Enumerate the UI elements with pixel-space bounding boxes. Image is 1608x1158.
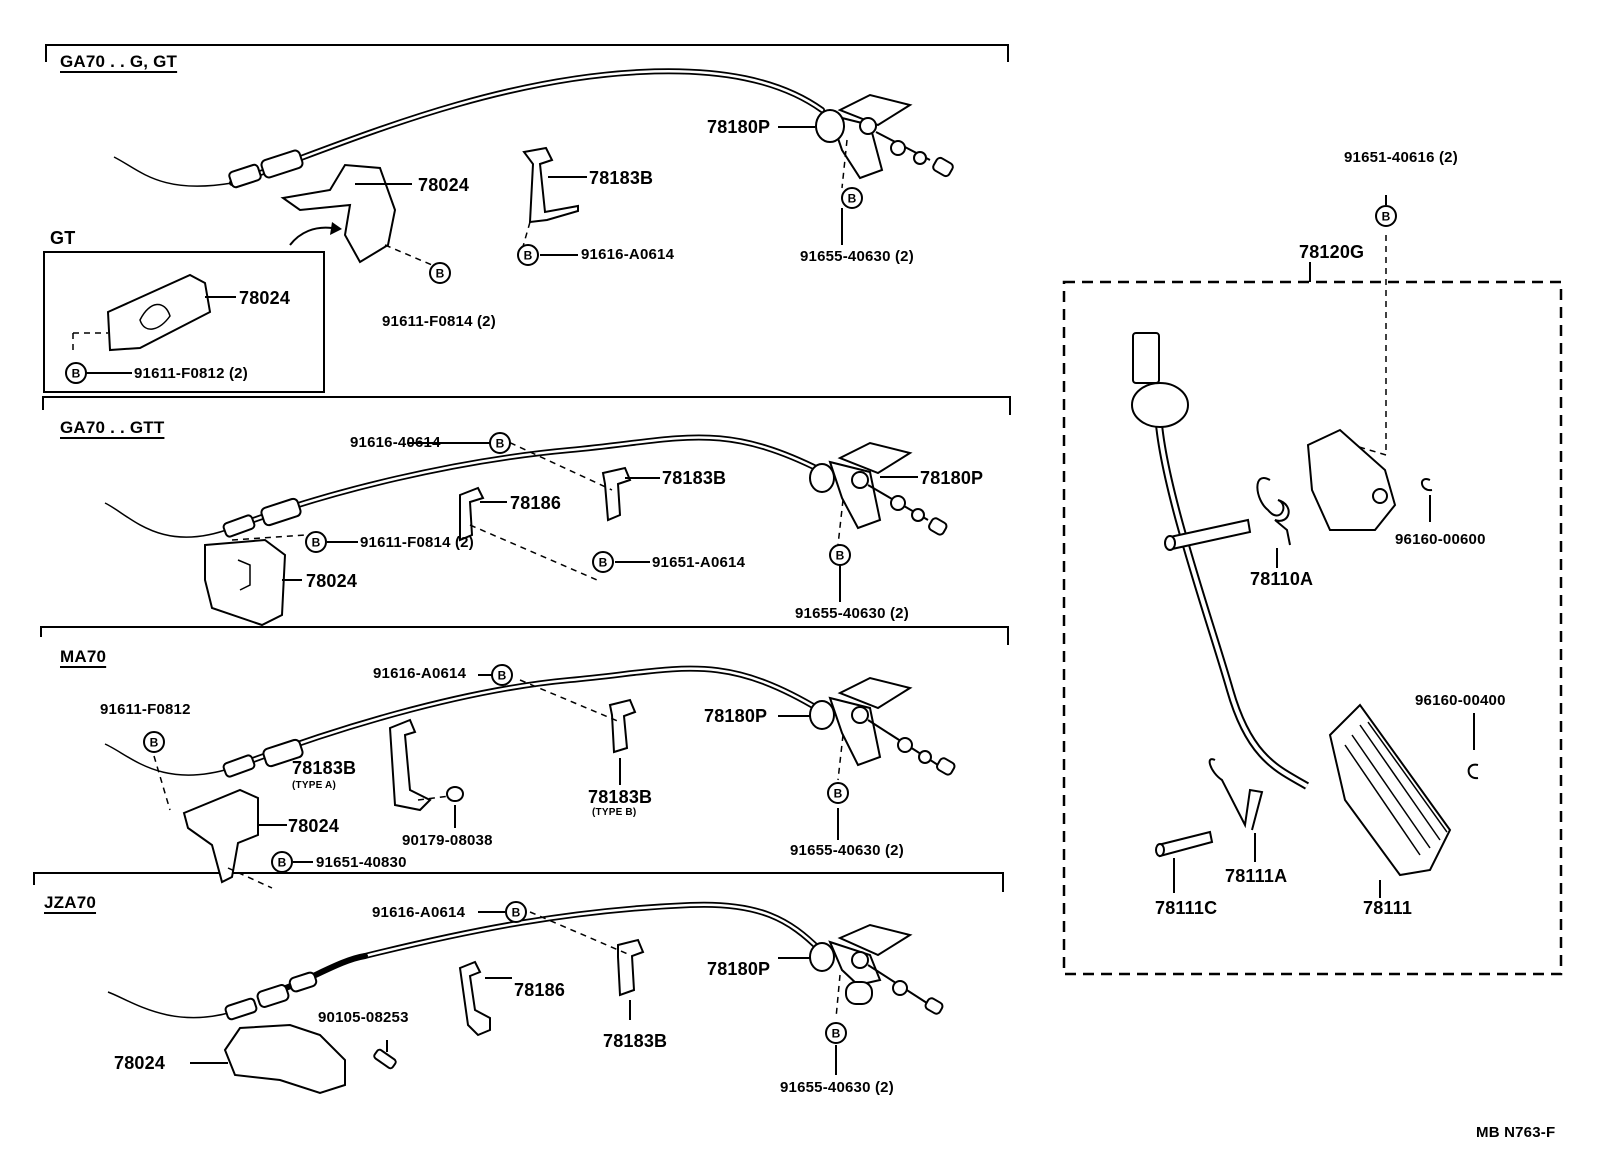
bolt-marker-icon [305, 531, 327, 553]
part-label: 91611-F0812 [100, 701, 191, 718]
bolt-marker-icon [829, 544, 851, 566]
bolt-marker-icon [825, 1022, 847, 1044]
part-label: 78180P [707, 959, 771, 979]
bolt-marker-icon [517, 244, 539, 266]
diagram-code: MB N763-F [1476, 1124, 1556, 1141]
section-frames [33, 44, 1563, 976]
bolt-marker-icon [489, 432, 511, 454]
part-label: 78186 [510, 493, 562, 513]
jza70-linework [107, 901, 944, 1095]
part-label: 78024 [418, 175, 470, 195]
part-label: 96160-00600 [1395, 531, 1486, 548]
part-label-type-b: (TYPE B) [592, 807, 637, 818]
section-title-gt: GT [50, 228, 76, 248]
part-label: 78180P [920, 468, 984, 488]
bolt-marker-icon [491, 664, 513, 686]
bolt-marker-icon [429, 262, 451, 284]
part-label: 90179-08038 [402, 832, 493, 849]
part-label: 91651-A0614 [652, 554, 746, 571]
part-label: 91651-40616 (2) [1344, 149, 1458, 166]
part-label: 78180P [707, 117, 771, 137]
bolt-marker-icon [1375, 205, 1397, 227]
part-label: 90105-08253 [318, 1009, 409, 1026]
part-label: 96160-00400 [1415, 692, 1506, 709]
part-label: 91616-A0614 [581, 246, 675, 263]
bolt-marker-icon [841, 187, 863, 209]
part-label: 78111 [1363, 898, 1413, 918]
part-label: 78180P [704, 706, 768, 726]
part-label: 91655-40630 (2) [780, 1079, 894, 1096]
assembly-label: 78120G [1299, 242, 1365, 262]
section-title-ma70: MA70 [60, 647, 107, 666]
part-label: 78110A [1250, 569, 1314, 589]
part-label: 78024 [288, 816, 340, 836]
bolt-marker-icon [271, 851, 293, 873]
part-label: 78183B [589, 168, 654, 188]
part-label: 78183B [662, 468, 727, 488]
part-label: 91611-F0814 (2) [382, 313, 496, 330]
ma70-linework [104, 665, 956, 889]
section-title-ga70-g-gt: GA70 . . G, GT [60, 52, 178, 71]
part-label: 78024 [239, 288, 291, 308]
part-label: 78183B [588, 787, 653, 807]
part-label: 91611-F0812 (2) [134, 365, 248, 382]
part-label: 91655-40630 (2) [790, 842, 904, 859]
part-label: 78186 [514, 980, 566, 1000]
bolt-marker-icon [827, 782, 849, 804]
part-label: 91655-40630 (2) [800, 248, 914, 265]
section-title-ga70-gtt: GA70 . . GTT [60, 418, 165, 437]
ga70-g-gt-linework [72, 68, 954, 374]
part-label-type-a: (TYPE A) [292, 780, 337, 791]
section-title-jza70: JZA70 [44, 893, 97, 912]
part-label: 78183B [292, 758, 357, 778]
pedal-assembly-frame [1062, 280, 1563, 976]
part-label: 91611-F0814 (2) [360, 534, 474, 551]
part-label: 78183B [603, 1031, 668, 1051]
part-label: 91616-A0614 [372, 904, 466, 921]
part-label: 91651-40830 [316, 854, 407, 871]
part-label: 78024 [306, 571, 358, 591]
part-label: 91616-40614 [350, 434, 441, 451]
pedal-assembly-linework [1131, 195, 1479, 898]
gt-inset-frame [43, 251, 325, 393]
ga70-gtt-linework [104, 434, 948, 627]
bolt-marker-icon [592, 551, 614, 573]
part-label: 78024 [114, 1053, 166, 1073]
part-label: 78111C [1155, 898, 1218, 918]
part-label: 91616-A0614 [373, 665, 467, 682]
part-label: 91655-40630 (2) [795, 605, 909, 622]
bolt-marker-icon [505, 901, 527, 923]
bolt-marker-icon [143, 731, 165, 753]
part-label: 78111A [1225, 866, 1288, 886]
bolt-marker-icon [65, 362, 87, 384]
